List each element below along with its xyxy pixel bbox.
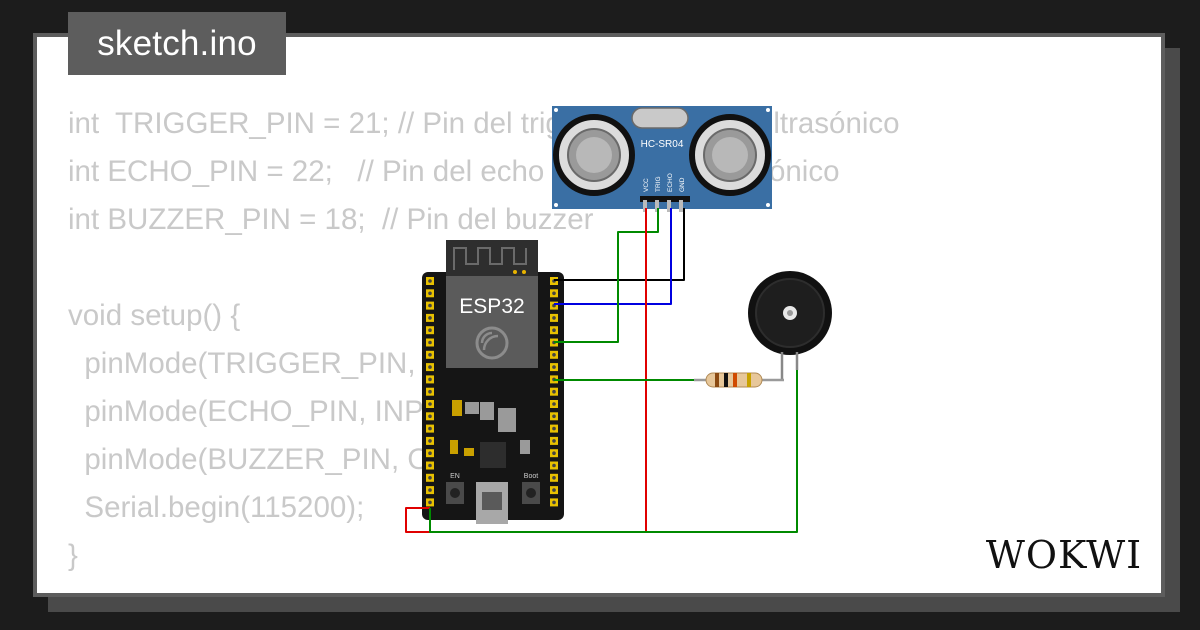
hc-sr04-sensor[interactable]: HC-SR04 VCC TRIG ECHO GND — [552, 106, 772, 212]
sensor-pin-label-trig: TRIG — [655, 176, 662, 192]
buzzer[interactable] — [748, 271, 832, 380]
wokwi-logo: WOKWI — [986, 533, 1142, 577]
header-pin-hole — [428, 500, 432, 505]
wire-gnd — [554, 208, 685, 281]
header-pin-hole — [428, 340, 432, 345]
board-label: ESP32 — [459, 295, 524, 318]
header-pin-hole — [552, 316, 556, 320]
en-button-label: EN — [450, 473, 460, 480]
header-pin-hole — [552, 389, 556, 394]
sensor-model-label: HC-SR04 — [641, 139, 684, 150]
header-pin-hole — [552, 365, 556, 369]
file-tab[interactable]: sketch.ino — [68, 12, 286, 75]
sensor-pin-label-gnd: GND — [679, 177, 686, 192]
header-pin-hole — [428, 377, 432, 382]
header-pin-hole — [552, 488, 556, 492]
code-line: int BUZZER_PIN = 18; // Pin del buzzer — [68, 203, 594, 236]
header-pin-hole — [552, 500, 556, 505]
header-pin-hole — [552, 353, 556, 357]
header-pin-hole — [552, 476, 556, 480]
header-pin-hole — [428, 426, 432, 431]
header-pin-hole — [428, 353, 432, 357]
header-pin-hole — [552, 463, 556, 468]
wire-buzzer-gnd — [429, 370, 798, 533]
header-pin-hole — [428, 476, 432, 480]
header-pin-hole — [552, 439, 556, 443]
header-pin-hole — [428, 488, 432, 492]
header-pin-hole — [428, 414, 432, 419]
transducer-right — [689, 114, 771, 196]
sensor-pin-label-vcc: VCC — [643, 178, 650, 192]
sensor-pin-label-echo: ECHO — [667, 173, 674, 192]
code-line: void setup() { — [68, 299, 241, 332]
wire-echo — [554, 208, 672, 305]
header-pin-hole — [428, 303, 432, 308]
header-pin-hole — [428, 316, 432, 320]
esp32-left-pin-header — [426, 277, 434, 507]
espressif-logo-icon — [475, 326, 509, 360]
wires — [405, 208, 798, 533]
boot-button-label: Boot — [524, 473, 538, 480]
header-pin-hole — [428, 279, 432, 283]
header-pin-hole — [552, 414, 556, 419]
header-pin-hole — [552, 291, 556, 296]
header-pin-hole — [428, 389, 432, 394]
header-pin-hole — [428, 463, 432, 468]
header-pin-hole — [428, 365, 432, 369]
header-pin-hole — [552, 426, 556, 431]
code-line: } — [68, 539, 78, 572]
transducer-left — [553, 114, 635, 196]
resistor[interactable] — [694, 372, 784, 388]
header-pin-hole — [428, 291, 432, 296]
header-pin-hole — [428, 402, 432, 406]
wokwi-logo-text: WOKWI — [986, 533, 1142, 577]
header-pin-hole — [552, 451, 556, 456]
header-pin-hole — [552, 328, 556, 333]
header-pin-hole — [428, 451, 432, 456]
wire-vcc — [405, 208, 647, 533]
wire-trig — [554, 208, 659, 343]
header-pin-hole — [552, 402, 556, 406]
esp32-board[interactable]: ESP32 EN Boot — [422, 240, 564, 524]
code-line: Serial.begin(115200); — [68, 491, 365, 524]
header-pin-hole — [428, 328, 432, 333]
header-pin-hole — [428, 439, 432, 443]
